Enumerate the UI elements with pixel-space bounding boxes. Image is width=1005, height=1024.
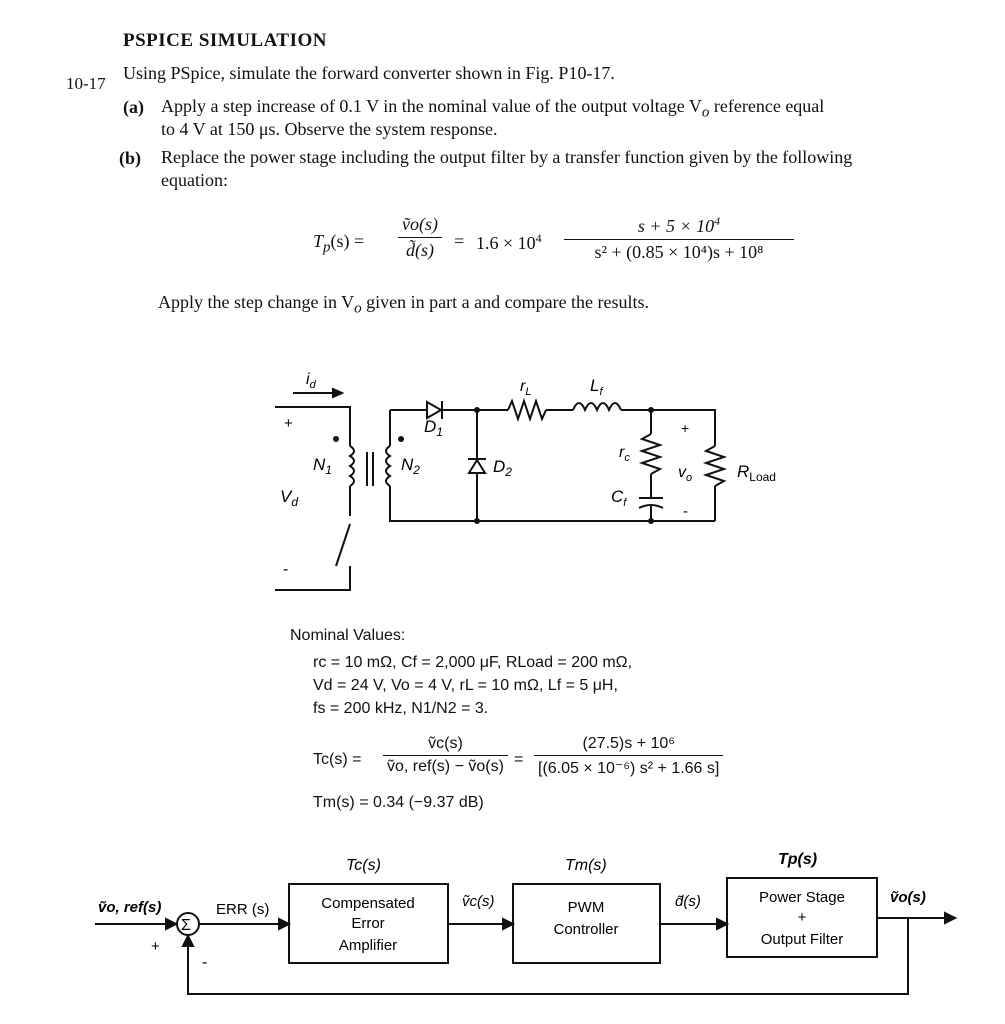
rl-label: rL [520, 378, 531, 398]
problem-number: 10-17 [66, 74, 106, 93]
apply-step-text: Apply the step change in Vo given in par… [158, 292, 650, 317]
primary-winding [348, 445, 355, 487]
tc-block-label: Tc(s) [346, 857, 381, 874]
diode-d1-body [426, 400, 444, 420]
part-a-label: (a) [123, 97, 144, 117]
d1-label: D1 [424, 417, 443, 439]
tm-value: Tm(s) = 0.34 (−9.37 dB) [313, 794, 484, 811]
vd-minus: - [283, 561, 288, 578]
junction-dot [474, 518, 480, 524]
n2-label: N2 [401, 455, 420, 477]
resistor-rc [638, 433, 664, 475]
d2-label: D2 [493, 457, 512, 479]
section-heading: PSPICE SIMULATION [123, 30, 327, 51]
block3-line3: Output Filter [761, 931, 844, 948]
junction-dot [648, 407, 654, 413]
rc-label: rc [619, 444, 630, 464]
part-a-line2: to 4 V at 150 μs. Observe the system res… [161, 119, 498, 139]
resistor-rload [702, 445, 728, 487]
inductor-lf [572, 402, 622, 413]
id-label: id [306, 371, 317, 391]
vo-minus: - [683, 503, 688, 520]
sum-symbol: Σ [181, 917, 191, 934]
vo-label: vo [678, 464, 692, 484]
equation-lhs: Tp(s) = [313, 231, 365, 256]
tc-lhs: Tc(s) = [313, 751, 362, 768]
sum-plus: + [151, 938, 160, 955]
problem-statement: Using PSpice, simulate the forward conve… [123, 63, 615, 83]
part-b-line1: Replace the power stage including the ou… [161, 147, 853, 167]
input-label: ṽo, ref(s) [98, 899, 161, 916]
output-label: ṽo(s) [890, 889, 926, 906]
part-b-label: (b) [119, 148, 141, 168]
block1-line1: Compensated [321, 895, 414, 912]
tc-eq: = [514, 751, 524, 768]
tc-fraction-2: (27.5)s + 10⁶ [(6.05 × 10⁻⁶) s² + 1.66 s… [534, 735, 724, 778]
n1-label: N1 [313, 455, 332, 477]
nominal-line-1: rc = 10 mΩ, Cf = 2,000 μF, RLoad = 200 m… [313, 654, 633, 671]
switch-blade [335, 523, 351, 567]
equation-fraction: s + 5 × 104 s² + (0.85 × 10⁴)s + 10⁸ [564, 214, 794, 263]
control-block-diagram: ṽo, ref(s) + Σ - ERR (s) Tc(s) Compensat… [95, 851, 958, 995]
block2-line1: PWM [568, 899, 605, 916]
block3-line2: + [798, 909, 807, 926]
tc-fraction-1: ṽc(s) ṽo, ref(s) − ṽo(s) [383, 735, 508, 776]
nominal-line-2: Vd = 24 V, Vo = 4 V, rL = 10 mΩ, Lf = 5 … [313, 677, 618, 694]
part-b-line2: equation: [161, 170, 228, 190]
block1-line2: Error [351, 915, 384, 932]
block2-line2: Controller [553, 921, 618, 938]
resistor-rl [507, 397, 547, 423]
rload-label: RLoad [737, 462, 776, 484]
junction-dot [648, 518, 654, 524]
capacitor-plate-bottom [638, 504, 664, 509]
id-arrowhead [332, 387, 345, 399]
lf-label: Lf [590, 376, 603, 398]
vo-plus: + [681, 420, 689, 436]
equation-gain: 1.6 × 104 [476, 231, 542, 253]
nominal-line-3: fs = 200 kHz, N1/N2 = 3. [313, 700, 489, 717]
sum-minus: - [202, 954, 207, 971]
forward-converter-circuit: id + Vd - N1 N2 D1 D2 rL Lf rc Cf + vo -… [275, 371, 776, 591]
err-label: ERR (s) [216, 901, 269, 918]
vd-plus: + [284, 415, 293, 432]
diode-d2-body [467, 458, 487, 474]
nominal-values-title: Nominal Values: [290, 627, 406, 644]
equation-ratio: ṽo(s) d̃(s) [398, 214, 442, 261]
part-a-line1: Apply a step increase of 0.1 V in the no… [161, 96, 825, 121]
vd-label: Vd [280, 487, 298, 509]
tp-block-label: Tp(s) [778, 851, 817, 868]
junction-dot [474, 407, 480, 413]
polarity-dot-secondary [398, 436, 404, 442]
block3-line1: Power Stage [759, 889, 845, 906]
block1-line3: Amplifier [339, 937, 397, 954]
polarity-dot-primary [333, 436, 339, 442]
secondary-winding [385, 445, 392, 487]
tm-block-label: Tm(s) [565, 857, 607, 874]
vc-label: ṽc(s) [462, 893, 495, 910]
equation-eq: = [454, 231, 465, 251]
cf-label: Cf [611, 487, 627, 509]
ds-label: d̃(s) [675, 893, 701, 910]
